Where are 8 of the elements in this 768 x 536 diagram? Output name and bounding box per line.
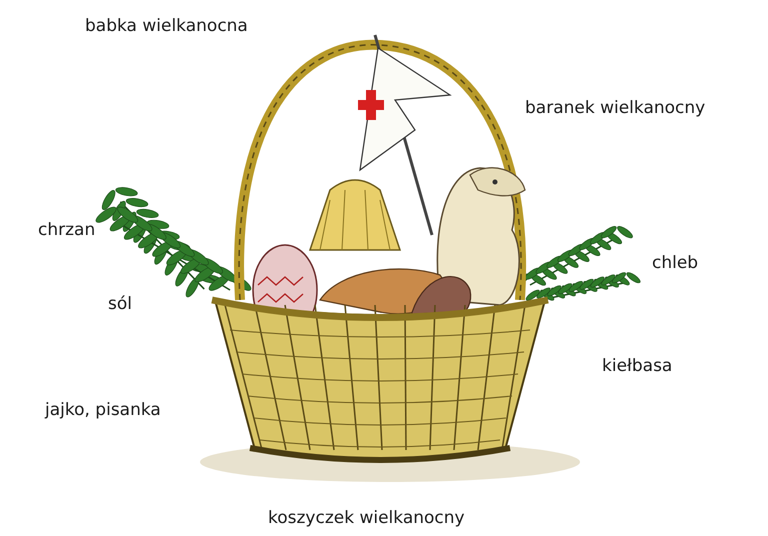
part-label: jajko, pisanka [45, 400, 161, 420]
part-label: koszyczek wielkanocny [268, 508, 465, 528]
part-label: babka wielkanocna [85, 16, 248, 36]
part-label: chleb [652, 253, 698, 274]
part-label: kiełbasa [602, 356, 672, 376]
part-label: chrzan [38, 220, 96, 240]
part-label: baranek wielkanocny [525, 98, 706, 118]
part-label: sól [108, 294, 132, 314]
